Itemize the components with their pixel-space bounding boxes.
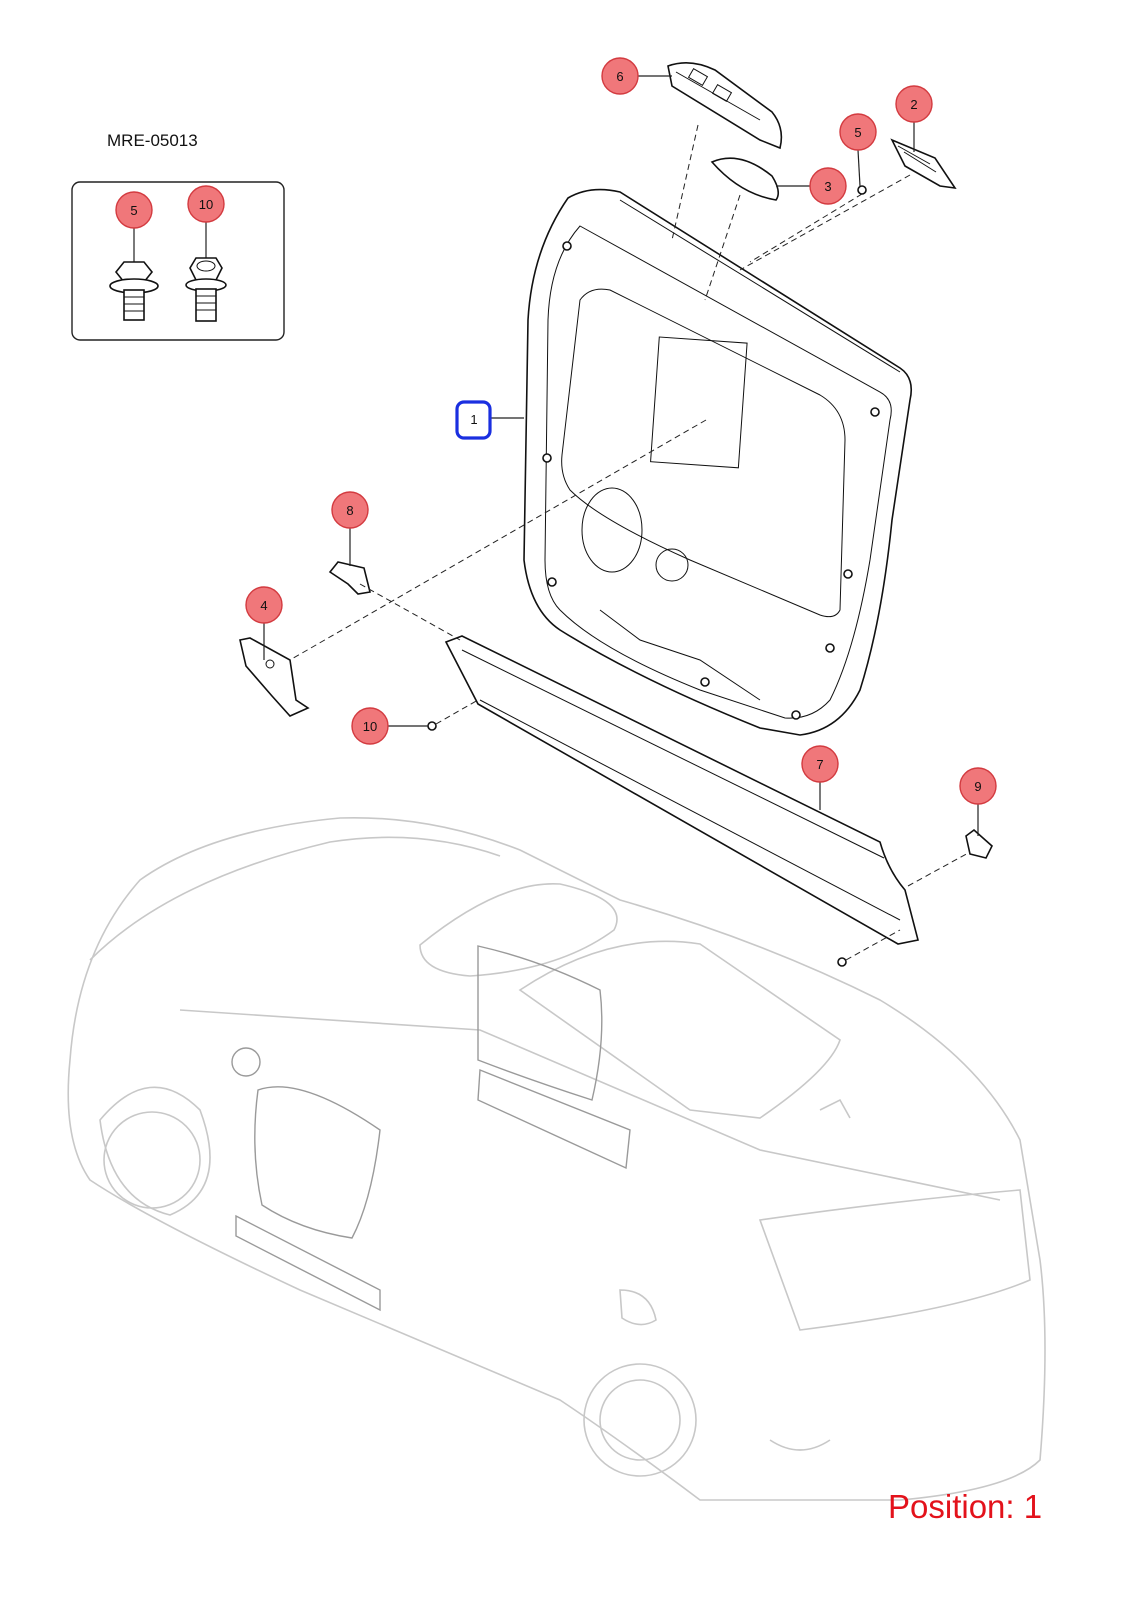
flange-nut-bolt-icon (185, 220, 227, 322)
callout-3-label: 3 (824, 179, 831, 194)
cover-part (710, 157, 780, 201)
assembly-lines (289, 124, 971, 961)
bracket-part-4 (239, 637, 310, 717)
callout-10-legend[interactable]: 10 (187, 185, 225, 223)
callout-3[interactable]: 3 (776, 167, 847, 205)
callout-2-label: 2 (910, 97, 917, 112)
callout-5-legend[interactable]: 5 (115, 191, 153, 229)
fastener-legend-box (71, 181, 285, 341)
door-trim-panel (523, 188, 913, 736)
callout-10-legend-label: 10 (199, 197, 213, 212)
callout-1-label: 1 (470, 412, 477, 427)
callout-1[interactable]: 1 (455, 400, 524, 440)
callout-10-screw[interactable]: 10 (351, 707, 428, 745)
callout-5-screw-label: 5 (854, 125, 861, 140)
clip-part-9 (965, 828, 993, 859)
callout-8[interactable]: 8 (331, 491, 369, 566)
callout-7[interactable]: 7 (801, 745, 839, 810)
callout-9[interactable]: 9 (959, 767, 997, 836)
vehicle-outline (67, 816, 1046, 1501)
switch-panel-part (667, 62, 783, 150)
bracket-part-2 (890, 138, 957, 190)
trim-strip-part-7 (444, 635, 919, 945)
callout-4[interactable]: 4 (245, 586, 283, 660)
callout-5-legend-label: 5 (130, 203, 137, 218)
callout-8-label: 8 (346, 503, 353, 518)
bracket-part-8 (328, 561, 371, 595)
diagram-code: MRE-05013 (107, 131, 198, 150)
callout-4-label: 4 (260, 598, 267, 613)
callout-7-label: 7 (816, 757, 823, 772)
callout-9-label: 9 (974, 779, 981, 794)
callout-10-screw-label: 10 (363, 719, 377, 734)
callout-6[interactable]: 6 (601, 57, 672, 95)
screw-part-10 (427, 721, 847, 967)
callout-2[interactable]: 2 (895, 85, 933, 152)
screw-part-5 (857, 185, 867, 195)
flange-bolt-icon (109, 222, 159, 321)
callout-6-label: 6 (616, 69, 623, 84)
callout-5-screw[interactable]: 5 (839, 113, 877, 187)
position-label: Position: 1 (888, 1488, 1043, 1525)
